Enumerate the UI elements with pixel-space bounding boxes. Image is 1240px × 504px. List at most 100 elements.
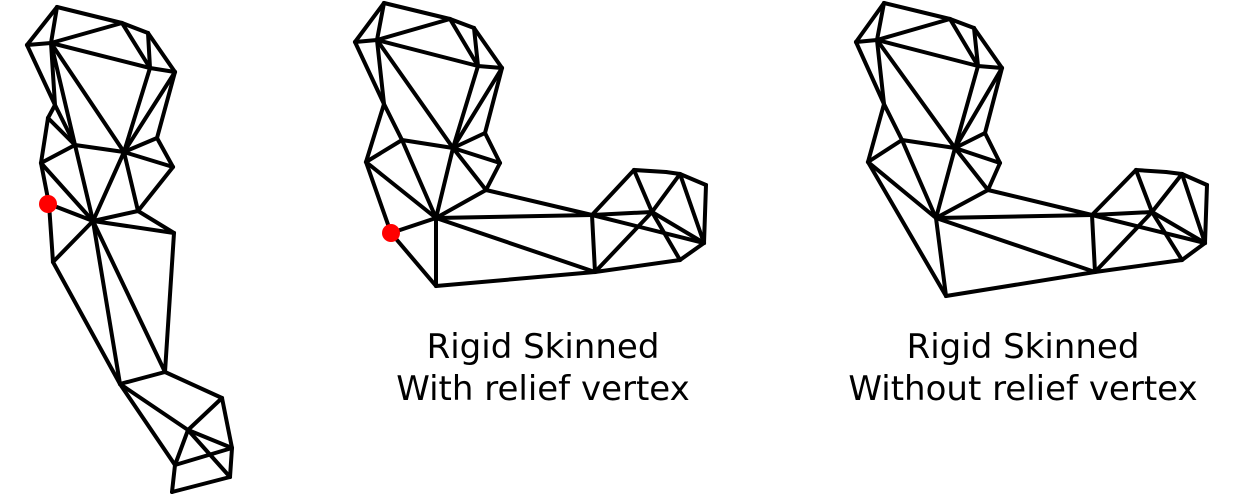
mesh-edge — [448, 17, 480, 68]
mesh-edge — [1180, 172, 1207, 245]
mesh-edge — [25, 41, 53, 47]
mesh-edge — [91, 209, 140, 223]
mesh-edge — [122, 136, 159, 154]
mesh-edge — [25, 5, 59, 47]
mesh-edge — [934, 216, 1097, 274]
mesh-edge — [220, 396, 234, 450]
mesh-edge — [1164, 170, 1184, 176]
relief-vertex-dot — [39, 195, 57, 213]
mesh-edge — [434, 270, 597, 288]
mesh-edge — [948, 17, 980, 68]
mesh-edge — [364, 102, 386, 164]
mesh-edge — [986, 161, 1002, 192]
mesh-edge — [1150, 210, 1207, 245]
mesh-edge — [39, 161, 95, 223]
mesh-edge — [434, 213, 594, 220]
mesh-edge — [400, 138, 455, 150]
mesh-edge — [186, 428, 234, 450]
mesh-edge — [854, 1, 886, 44]
mesh-edge — [73, 143, 95, 223]
mesh-edge — [49, 41, 152, 70]
mesh-edge — [434, 216, 597, 274]
mesh-edge — [472, 26, 504, 70]
mesh-edge — [650, 210, 706, 245]
mesh-edge — [146, 31, 177, 74]
mesh-edge — [882, 102, 904, 142]
mesh-edge — [170, 463, 177, 494]
mesh-edge — [632, 168, 654, 214]
mesh-edge — [650, 210, 682, 262]
mesh-edge — [186, 428, 232, 479]
mesh-edge — [148, 66, 177, 74]
mesh-edge — [484, 161, 502, 192]
mesh-edge — [120, 21, 152, 70]
mesh-edge — [170, 475, 232, 494]
mesh-edge — [702, 183, 708, 245]
mesh-edge — [364, 160, 438, 220]
mesh-edge — [1090, 213, 1207, 245]
mesh-edge — [91, 150, 126, 223]
mesh-edge — [866, 102, 886, 164]
mesh-edge — [49, 21, 124, 45]
mesh-edge — [49, 41, 126, 154]
mesh-edge — [173, 428, 190, 467]
mesh-edge — [451, 146, 502, 165]
mesh-edge — [49, 5, 59, 45]
mesh-edge — [664, 170, 682, 176]
mesh-edge — [118, 370, 167, 386]
mesh-edge — [953, 146, 990, 192]
mesh-edge — [73, 143, 126, 154]
mesh-edge — [678, 172, 708, 187]
mesh-edge — [866, 160, 948, 298]
mesh-edge — [353, 38, 379, 44]
mesh-edge — [91, 219, 167, 374]
mesh-edge — [882, 1, 952, 21]
caption-line-1: Rigid Skinned — [426, 327, 660, 367]
mesh-edge — [934, 188, 990, 220]
mesh-edge — [590, 210, 654, 217]
mesh-edge — [122, 70, 177, 154]
mesh-edge — [678, 172, 706, 245]
mesh-edge — [1203, 183, 1209, 245]
mesh-edge — [854, 40, 886, 106]
caption-line-1: Rigid Skinned — [906, 327, 1140, 367]
mesh-edge — [434, 188, 488, 220]
mesh-without-relief-vertex — [854, 1, 1209, 298]
mesh-edge — [47, 202, 55, 264]
mesh-edge — [875, 1, 886, 42]
mesh-edge — [375, 38, 386, 106]
mesh-edge — [953, 66, 1004, 150]
mesh-edge — [484, 188, 594, 217]
mesh-edge — [46, 116, 77, 147]
mesh-edge — [590, 213, 706, 245]
mesh-edge — [163, 231, 176, 374]
mesh-edge — [854, 38, 879, 44]
mesh-edge — [934, 213, 1094, 220]
relief-vertex-dot — [382, 224, 400, 242]
mesh-edge — [451, 146, 488, 192]
mesh-edge — [120, 21, 150, 35]
mesh-edge — [593, 210, 654, 274]
mesh-edge — [400, 138, 438, 220]
mesh-edge — [983, 131, 1002, 165]
mesh-edge — [483, 66, 504, 135]
mesh-edge — [39, 116, 50, 165]
mesh-edge — [375, 17, 452, 42]
mesh-edge — [593, 258, 682, 274]
mesh-edge — [173, 446, 234, 467]
mesh-edge — [155, 136, 175, 169]
mesh-edge — [375, 1, 386, 42]
mesh-edge — [1093, 258, 1184, 274]
mesh-edge — [118, 382, 177, 467]
mesh-edge — [382, 102, 404, 142]
mesh-edge — [451, 66, 504, 150]
mesh-edge — [1150, 210, 1184, 262]
mesh-edge — [1090, 213, 1097, 274]
mesh-edge — [382, 1, 452, 21]
mesh-edge — [976, 64, 1004, 70]
mesh-edge — [118, 382, 190, 432]
mesh-edge — [186, 396, 224, 432]
caption-with-relief: Rigid Skinned With relief vertex — [370, 326, 716, 410]
mesh-edge — [472, 26, 480, 68]
